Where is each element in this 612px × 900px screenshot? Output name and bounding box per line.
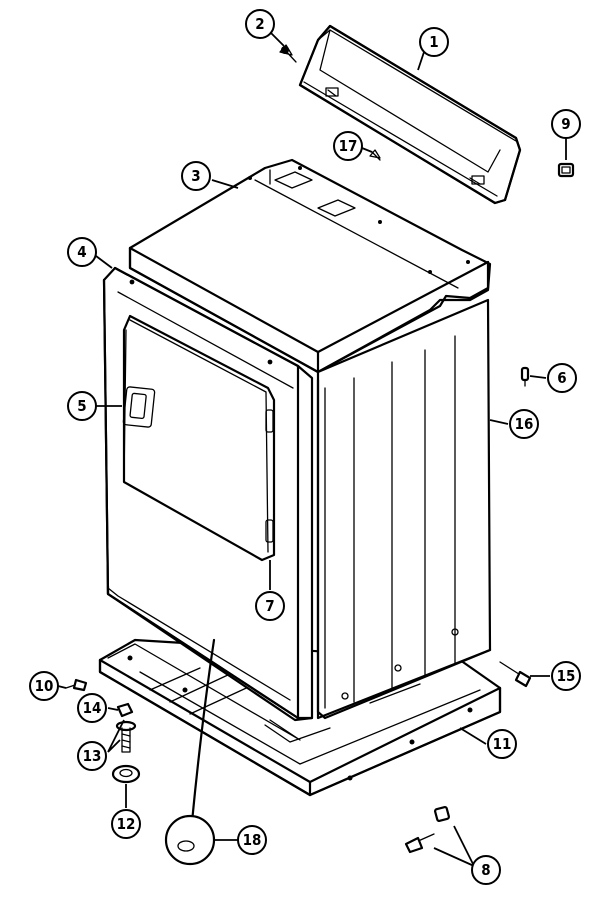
svg-text:10: 10 [35,677,54,695]
leg-nut-icon [116,702,134,718]
front-screw-icon [65,678,88,692]
callout-11[interactable]: 11 [487,729,517,759]
svg-text:16: 16 [515,415,534,433]
console-panel [298,24,522,205]
callout-17[interactable]: 17 [333,131,363,161]
console-clip-icon [557,162,575,178]
callout-1[interactable]: 1 [419,27,449,57]
svg-text:18: 18 [243,831,262,849]
svg-text:15: 15 [557,667,576,685]
callout-12[interactable]: 12 [111,809,141,839]
svg-text:8: 8 [481,861,490,879]
svg-text:11: 11 [493,735,512,753]
svg-text:6: 6 [557,369,566,387]
toe-kick-cap-icon [164,814,216,866]
callout-18[interactable]: 18 [237,825,267,855]
svg-text:13: 13 [83,747,102,765]
base-clip-icon [434,806,450,822]
callout-8[interactable]: 8 [471,855,501,885]
svg-text:12: 12 [117,815,136,833]
svg-text:7: 7 [265,597,274,615]
console-screw-icon [279,44,297,63]
door [122,314,276,562]
callout-2[interactable]: 2 [245,9,275,39]
callout-5[interactable]: 5 [67,391,97,421]
callout-6[interactable]: 6 [547,363,577,393]
callout-10[interactable]: 10 [29,671,59,701]
rear-screw-icon [499,661,532,688]
svg-text:2: 2 [255,15,264,33]
svg-text:5: 5 [77,397,86,415]
svg-text:17: 17 [339,137,358,155]
foot-pad-icon [111,764,141,784]
top-panel [128,158,492,374]
callout-14[interactable]: 14 [77,693,107,723]
leveling-leg-icon [115,720,137,753]
callout-9[interactable]: 9 [551,109,581,139]
svg-text:3: 3 [191,167,200,185]
callout-13[interactable]: 13 [77,741,107,771]
svg-text:4: 4 [77,243,86,261]
svg-text:1: 1 [429,33,438,51]
callout-16[interactable]: 16 [509,409,539,439]
callout-7[interactable]: 7 [255,591,285,621]
side-screw-icon [520,366,530,387]
callout-4[interactable]: 4 [67,237,97,267]
callout-15[interactable]: 15 [551,661,581,691]
svg-text:9: 9 [561,115,570,133]
top-screw-icon [369,149,381,161]
base-screw-icon [404,833,435,854]
svg-text:14: 14 [83,699,102,717]
leader-lines [57,31,567,867]
callout-3[interactable]: 3 [181,161,211,191]
side-panel [316,298,492,720]
